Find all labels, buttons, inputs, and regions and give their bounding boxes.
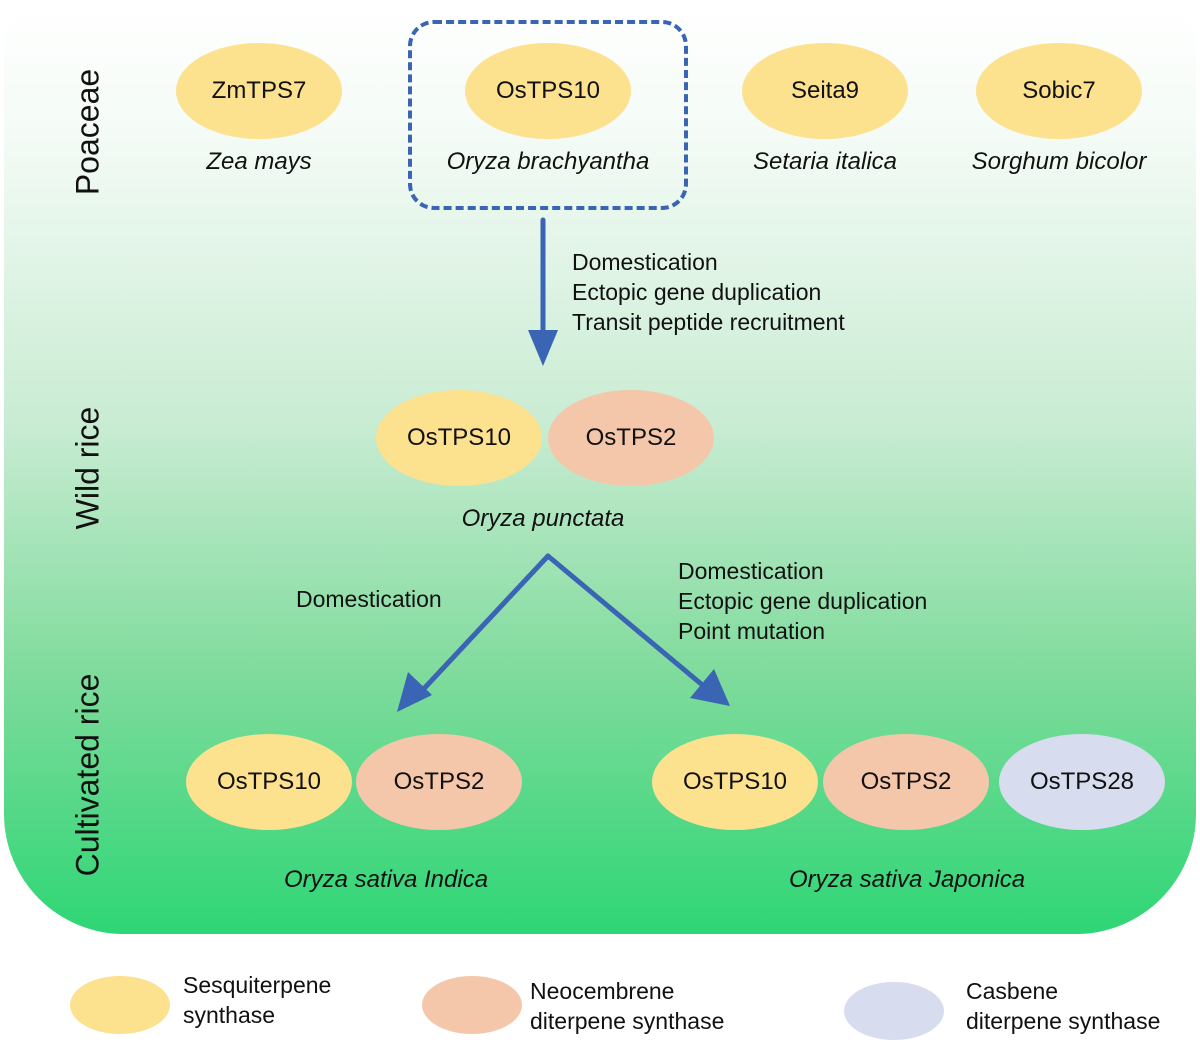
gene-zmtps7: ZmTPS7 <box>176 43 342 139</box>
species-oryza-sativa-japonica: Oryza sativa Japonica <box>788 866 1026 893</box>
arrow-to-japonica <box>545 553 709 691</box>
step-japonica-line-2: Ectopic gene duplication <box>678 588 928 614</box>
legend-sesquiterpene-line-2: synthase <box>183 1002 276 1028</box>
step-indica-label: Domestication <box>296 586 442 612</box>
step1-line-1: Domestication <box>572 249 718 275</box>
species-oryza-brachyantha: Oryza brachyantha <box>446 148 650 175</box>
gene-ostps10-punctata: OsTPS10 <box>376 390 542 486</box>
legend-neocembrene-line-1: Neocembrene <box>530 978 675 1004</box>
highlight-box-oryza-brachyantha <box>408 20 688 210</box>
gene-ostps28-japonica: OsTPS28 <box>999 734 1165 830</box>
step-japonica-notes: Domestication Ectopic gene duplication P… <box>678 556 927 646</box>
legend-label-sesquiterpene: Sesquiterpene synthase <box>183 970 331 1030</box>
species-sorghum-bicolor: Sorghum bicolor <box>971 148 1147 175</box>
gene-ostps2-punctata: OsTPS2 <box>548 390 714 486</box>
gene-ostps10-japonica: OsTPS10 <box>652 734 818 830</box>
arrowhead-indica <box>397 672 432 712</box>
step-japonica-line-3: Point mutation <box>678 618 826 644</box>
legend-label-casbene: Casbene diterpene synthase <box>966 976 1160 1036</box>
species-oryza-punctata: Oryza punctata <box>461 505 625 532</box>
arrowhead-wild-rice <box>528 330 558 366</box>
legend-neocembrene-line-2: diterpene synthase <box>530 1008 725 1034</box>
gene-ostps2-japonica: OsTPS2 <box>823 734 989 830</box>
species-setaria-italica: Setaria italica <box>752 148 898 175</box>
step-japonica-line-1: Domestication <box>678 558 824 584</box>
species-zea-mays: Zea mays <box>206 148 312 175</box>
gene-seita9: Seita9 <box>742 43 908 139</box>
gene-ostps10-indica: OsTPS10 <box>186 734 352 830</box>
legend-label-neocembrene: Neocembrene diterpene synthase <box>530 976 724 1036</box>
legend-swatch-casbene <box>844 982 944 1040</box>
step1-notes: Domestication Ectopic gene duplication T… <box>572 247 845 337</box>
legend-sesquiterpene-line-1: Sesquiterpene <box>183 972 332 998</box>
legend-swatch-neocembrene <box>422 976 522 1034</box>
gene-ostps2-indica: OsTPS2 <box>356 734 522 830</box>
step1-line-2: Ectopic gene duplication <box>572 279 822 305</box>
step-indica-note: Domestication <box>296 584 442 614</box>
gene-ostps10-brachyantha: OsTPS10 <box>465 43 631 139</box>
legend-casbene-line-1: Casbene <box>966 978 1059 1004</box>
arrow-to-indica <box>415 553 551 698</box>
legend-swatch-sesquiterpene <box>70 976 170 1034</box>
step1-line-3: Transit peptide recruitment <box>572 309 845 335</box>
gene-sobic7: Sobic7 <box>976 43 1142 139</box>
arrowhead-japonica <box>690 669 730 706</box>
legend-casbene-line-2: diterpene synthase <box>966 1008 1161 1034</box>
species-oryza-sativa-indica: Oryza sativa Indica <box>283 866 489 893</box>
